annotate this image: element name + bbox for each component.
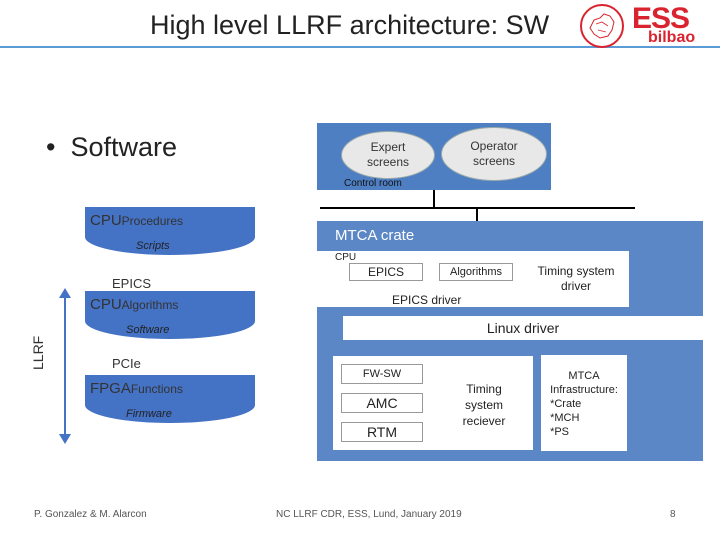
procedures-sub: Procedures [121, 214, 184, 228]
operator-line-2: screens [472, 154, 515, 168]
cpu-procedures-block [85, 207, 255, 255]
receiver-line-2: system [464, 398, 503, 412]
linux-driver-bar: Linux driver [343, 316, 703, 340]
control-room-label: Control room [344, 178, 402, 189]
functions-sub: Functions [130, 382, 183, 396]
timing-driver-line-2: driver [560, 279, 591, 293]
expert-line-1: Expert [370, 140, 406, 154]
rtm-box: RTM [341, 422, 423, 442]
receiver-line-1: Timing [466, 382, 502, 396]
operator-line-1: Operator [470, 139, 518, 153]
fpga-tag: FPGA [90, 380, 131, 397]
infra-mch: *MCH [550, 412, 580, 424]
mtca-crate-title: MTCA crate [335, 227, 415, 244]
bilbao-logo-text: bilbao [648, 29, 696, 46]
footer-event: NC LLRF CDR, ESS, Lund, January 2019 [276, 509, 462, 520]
bullet-software: • Software [46, 132, 177, 163]
cpu-procedures-label: CPUProcedures [90, 212, 183, 229]
fpga-functions-label: FPGAFunctions [90, 380, 183, 397]
epics-interface-label: EPICS [112, 276, 152, 291]
mtca-infra-box: MTCA Infrastructure: *Crate *MCH *PS [541, 355, 627, 451]
pcie-interface-label: PCIe [112, 356, 141, 371]
algorithms-sub: Algorithms [121, 298, 179, 312]
cpu-algorithms-block [85, 291, 255, 339]
timing-receiver-box: Timing system reciever [441, 367, 527, 443]
cpu-algorithms-label: CPUAlgorithms [90, 296, 178, 313]
software-label: Software [126, 324, 170, 336]
cpu-tag-2: CPU [90, 296, 122, 313]
fw-sw-box: FW-SW [341, 364, 423, 384]
firmware-label: Firmware [126, 408, 172, 420]
infra-line-1: MTCA [568, 370, 600, 382]
ess-logo-text: ESS [632, 2, 690, 35]
infra-ps: *PS [550, 426, 570, 438]
mtca-crate-box: MTCA crate CPU EPICS Algorithms EPICS dr… [317, 221, 703, 461]
bullet-text: Software [70, 132, 178, 162]
algorithms-box: Algorithms [439, 263, 513, 281]
amc-box: AMC [341, 393, 423, 413]
epics-driver-label: EPICS driver [392, 293, 462, 307]
cpu-panel-label: CPU [335, 252, 357, 263]
cpu-tag-1: CPU [90, 212, 122, 229]
europe-map-logo-icon [580, 4, 624, 48]
epics-box: EPICS [349, 263, 423, 281]
timing-driver-line-1: Timing system [537, 264, 615, 278]
bullet-dot: • [46, 132, 71, 162]
receiver-line-3: reciever [462, 414, 506, 428]
infra-line-2: Infrastructure: [550, 384, 618, 396]
llrf-side-label: LLRF [30, 335, 46, 370]
footer-authors: P. Gonzalez & M. Alarcon [34, 509, 147, 520]
footer-page-number: 8 [670, 509, 676, 520]
slide-title: High level LLRF architecture: SW [150, 10, 550, 40]
expert-line-2: screens [366, 155, 410, 169]
fpga-functions-block [85, 375, 255, 423]
infra-crate: *Crate [550, 398, 582, 410]
scripts-label: Scripts [136, 240, 170, 252]
title-divider [0, 46, 720, 48]
